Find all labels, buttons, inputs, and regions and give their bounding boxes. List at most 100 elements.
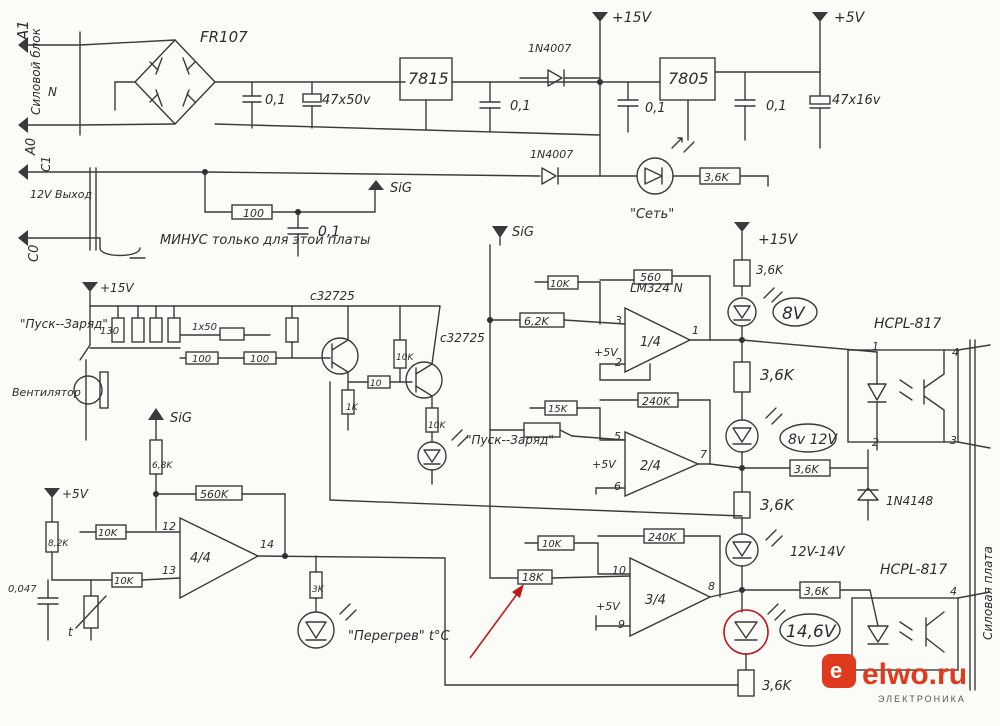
label-r36-net: 3,6K — [704, 171, 729, 184]
terminal-a1: A1 — [14, 20, 81, 53]
bridge-rectifier: FR107 — [79, 28, 406, 126]
brand-subtitle: ЭЛЕКТРОНИКА — [878, 694, 966, 704]
label-hb4: 4 — [950, 585, 957, 598]
label-r10k-f: 10K — [542, 539, 563, 550]
label-network: "Сеть" — [630, 207, 674, 222]
rail-15v-left: +15V — [82, 281, 301, 346]
resistor-1k-vertical: 1K — [341, 389, 359, 431]
resistor-18k: 18K — [489, 569, 631, 585]
resistor-100-a: 100 — [204, 171, 376, 220]
label-pin14: 14 — [260, 538, 274, 551]
label-hcpl-top: HCPL-817 — [874, 316, 941, 332]
label-5v-left: +5V — [62, 487, 89, 501]
resistor-3k6-d: 3,6K — [733, 491, 795, 535]
led-8v: 8V — [727, 287, 818, 341]
label-r560: 560 — [640, 271, 661, 284]
cap-0047: 0,047 — [8, 579, 59, 641]
label-5v-top: +5V — [834, 10, 866, 26]
resistor-1k — [489, 422, 626, 441]
label-sig-2: SiG — [512, 225, 534, 240]
label-r36-f: 3,6K — [762, 679, 793, 694]
regulator-7815: 7815 — [399, 57, 601, 131]
label-r18k: 18K — [522, 571, 544, 584]
label-sig-3: SiG — [170, 411, 192, 426]
fan: Вентилятор — [12, 371, 109, 409]
label-fan: Вентилятор — [12, 386, 81, 399]
label-1n4007-a: 1N4007 — [528, 42, 571, 55]
label-pin1: 1 — [692, 324, 699, 337]
svg-text:e: e — [830, 658, 842, 683]
label-15v-mid: +15V — [758, 232, 799, 248]
label-bridge: FR107 — [200, 28, 248, 46]
label-r10k-d: 10K — [98, 528, 119, 539]
label-pin12: 12 — [162, 520, 176, 533]
label-r240-b: 240K — [648, 531, 677, 544]
label-r36-c: 3,6K — [794, 463, 819, 476]
label-led-8-12: 8v 12V — [788, 432, 838, 448]
resistor-3k6-f: 3,6K — [737, 669, 793, 697]
label-c01-e: 0,1 — [318, 224, 340, 240]
label-r10k-b: 10K — [396, 353, 414, 363]
label-thermistor: t — [68, 625, 74, 639]
resistor-6k8: 6,8K — [149, 439, 173, 531]
opamp-3-4: 3/4 10 9 8 — [612, 556, 743, 638]
diode-1n4148: 1N4148 — [857, 449, 934, 521]
label-pin10: 10 — [612, 564, 626, 577]
label-r36-e: 3,6K — [804, 585, 829, 598]
label-power-block: Силовой блок — [29, 27, 43, 115]
label-start-charge-2: "Пуск--Заряд" — [466, 433, 554, 447]
label-15v-top: +15V — [612, 10, 653, 26]
label-pin5: 5 — [614, 430, 621, 443]
resistor-3k6-c: 3,6K — [741, 459, 869, 477]
label-r100-b: 100 — [192, 354, 211, 365]
cap-c01-e: 0,1 — [287, 209, 340, 257]
opamp-4-4: 4/4 12 13 14 — [162, 516, 446, 600]
resistor-3k6-e: 3,6K — [741, 581, 871, 599]
resistor-10k-a: 10K — [534, 275, 601, 325]
label-c32725-b: c32725 — [440, 331, 485, 345]
label-op1: 1/4 — [640, 335, 661, 350]
led-overheat: "Перегрев" t°C — [297, 603, 450, 649]
ground-op3: +5V — [595, 600, 631, 631]
label-hcpl-bot: HCPL-817 — [880, 562, 947, 578]
label-c1x50: 1x50 — [192, 322, 217, 333]
wire-t1-b — [329, 499, 743, 517]
led-network: "Сеть" — [599, 157, 701, 222]
terminal-c1 — [18, 164, 206, 180]
label-a0: A0 — [24, 138, 39, 156]
label-hp4: 4 — [952, 346, 959, 359]
cap-47x50: 47x50v — [302, 81, 371, 129]
label-minus-note: МИНУС только для этой платы — [160, 233, 370, 248]
brand-logo: e elwo.ru ЭЛЕКТРОНИКА — [822, 654, 967, 704]
label-c47x50: 47x50v — [322, 93, 371, 108]
diode-1n4007-a: 1N4007 — [519, 42, 601, 87]
optical-arrows-7805 — [671, 137, 695, 153]
cap-c01-b: 0,1 — [479, 81, 531, 133]
label-n: N — [48, 85, 57, 99]
label-pin8: 8 — [708, 580, 715, 593]
resistor-10k-c: 10K — [425, 407, 446, 443]
label-7805: 7805 — [668, 69, 709, 88]
led-8v-12v: 8v 12V — [725, 407, 838, 469]
led-12v-14v: 12V-14V — [725, 529, 846, 591]
label-start-charge: "Пуск--Заряд" — [20, 317, 108, 331]
label-r68k: 6,8K — [152, 461, 173, 471]
resistors-130-bank: 130 — [89, 305, 181, 349]
resistor-10: 10 — [347, 375, 413, 389]
brand-name: elwo.ru — [862, 658, 967, 691]
ground-op1: +5V — [594, 346, 651, 381]
label-led-8v: 8V — [782, 304, 806, 324]
label-op4: 4/4 — [190, 551, 211, 566]
resistor-3k6-b: 3,6K — [733, 361, 795, 421]
label-c01-b: 0,1 — [510, 99, 531, 114]
cap-1x50: 1x50 — [179, 322, 271, 341]
label-5v-op2: +5V — [592, 458, 617, 471]
resistor-10k-b: 10K — [393, 305, 414, 383]
switch-start-charge — [79, 344, 91, 441]
cap-47x16: 47x16v — [809, 71, 881, 149]
label-r10: 10 — [370, 379, 382, 389]
resistor-10k-e: 10K — [51, 572, 181, 588]
label-pin2: 2 — [615, 356, 622, 369]
label-c32725-a: c32725 — [310, 289, 355, 303]
